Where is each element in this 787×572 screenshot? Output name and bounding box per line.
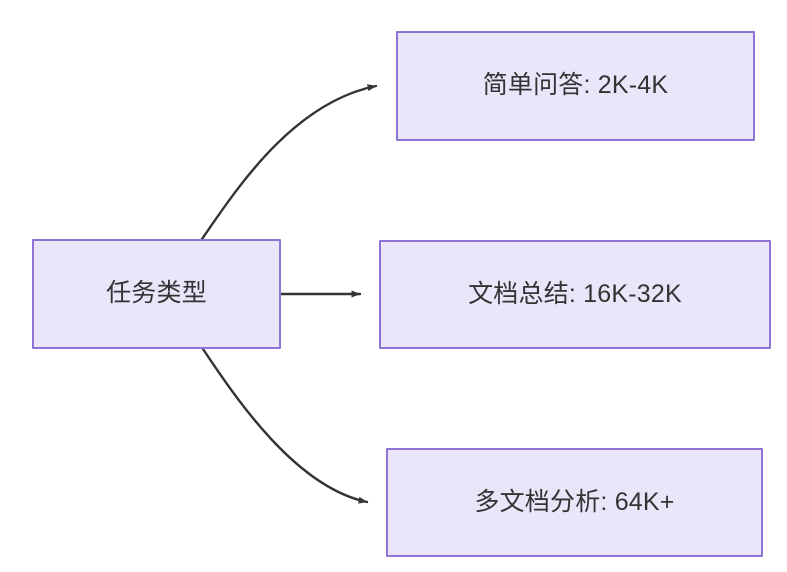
node-simple-qa[interactable]: 简单问答: 2K-4K [396,31,755,141]
node-document-summary[interactable]: 文档总结: 16K-32K [379,240,771,349]
edge-root-to-multi-doc [201,347,369,504]
edge-root-to-simple-qa [200,84,378,241]
node-task-type[interactable]: 任务类型 [32,239,281,349]
node-multi-document-analysis[interactable]: 多文档分析: 64K+ [386,448,763,557]
node-document-summary-label: 文档总结: 16K-32K [468,279,682,308]
node-task-type-label: 任务类型 [106,279,207,308]
node-simple-qa-label: 简单问答: 2K-4K [482,71,669,100]
node-multi-document-analysis-label: 多文档分析: 64K+ [474,487,675,516]
